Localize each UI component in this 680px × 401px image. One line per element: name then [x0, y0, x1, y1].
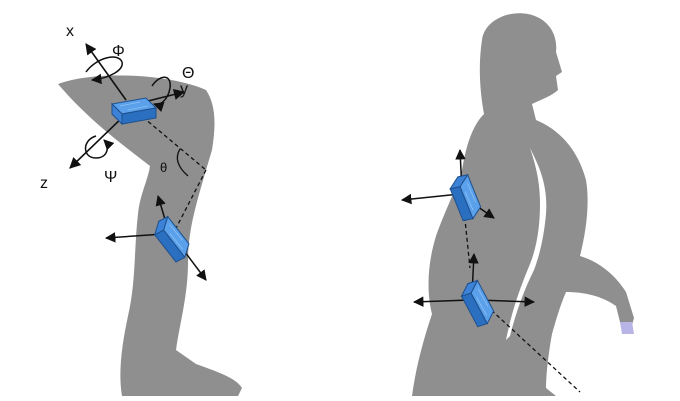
leg-silhouette-icon [58, 75, 242, 396]
z-axis-label: z [40, 175, 48, 192]
theta-rotation-icon [151, 76, 171, 112]
leg-shape [58, 75, 242, 396]
y-axis-label: y [180, 81, 188, 98]
knee-angle-label: θ [160, 160, 167, 175]
psi-label: Ψ [104, 169, 117, 186]
person-shank-axis-left [412, 296, 471, 307]
person-thigh-axis-left [400, 193, 461, 205]
phi-rotation-icon [85, 56, 123, 85]
psi-rotation-icon [84, 135, 115, 159]
x-axis-arrow [85, 43, 127, 101]
person-shank-sensor-group [412, 252, 536, 330]
hand-shape [620, 322, 634, 334]
person-thigh-sensor-group [400, 148, 495, 223]
phi-label: Φ [112, 43, 125, 60]
shank-sensor-group [104, 194, 207, 281]
thigh-sensor-group: x Φ Θ y z Ψ [40, 23, 194, 192]
knee-angle-arc [176, 148, 189, 177]
x-axis-label: x [66, 23, 74, 40]
arm-gap [506, 148, 547, 340]
z-axis-arrow [69, 111, 129, 169]
theta-label: Θ [182, 65, 194, 82]
